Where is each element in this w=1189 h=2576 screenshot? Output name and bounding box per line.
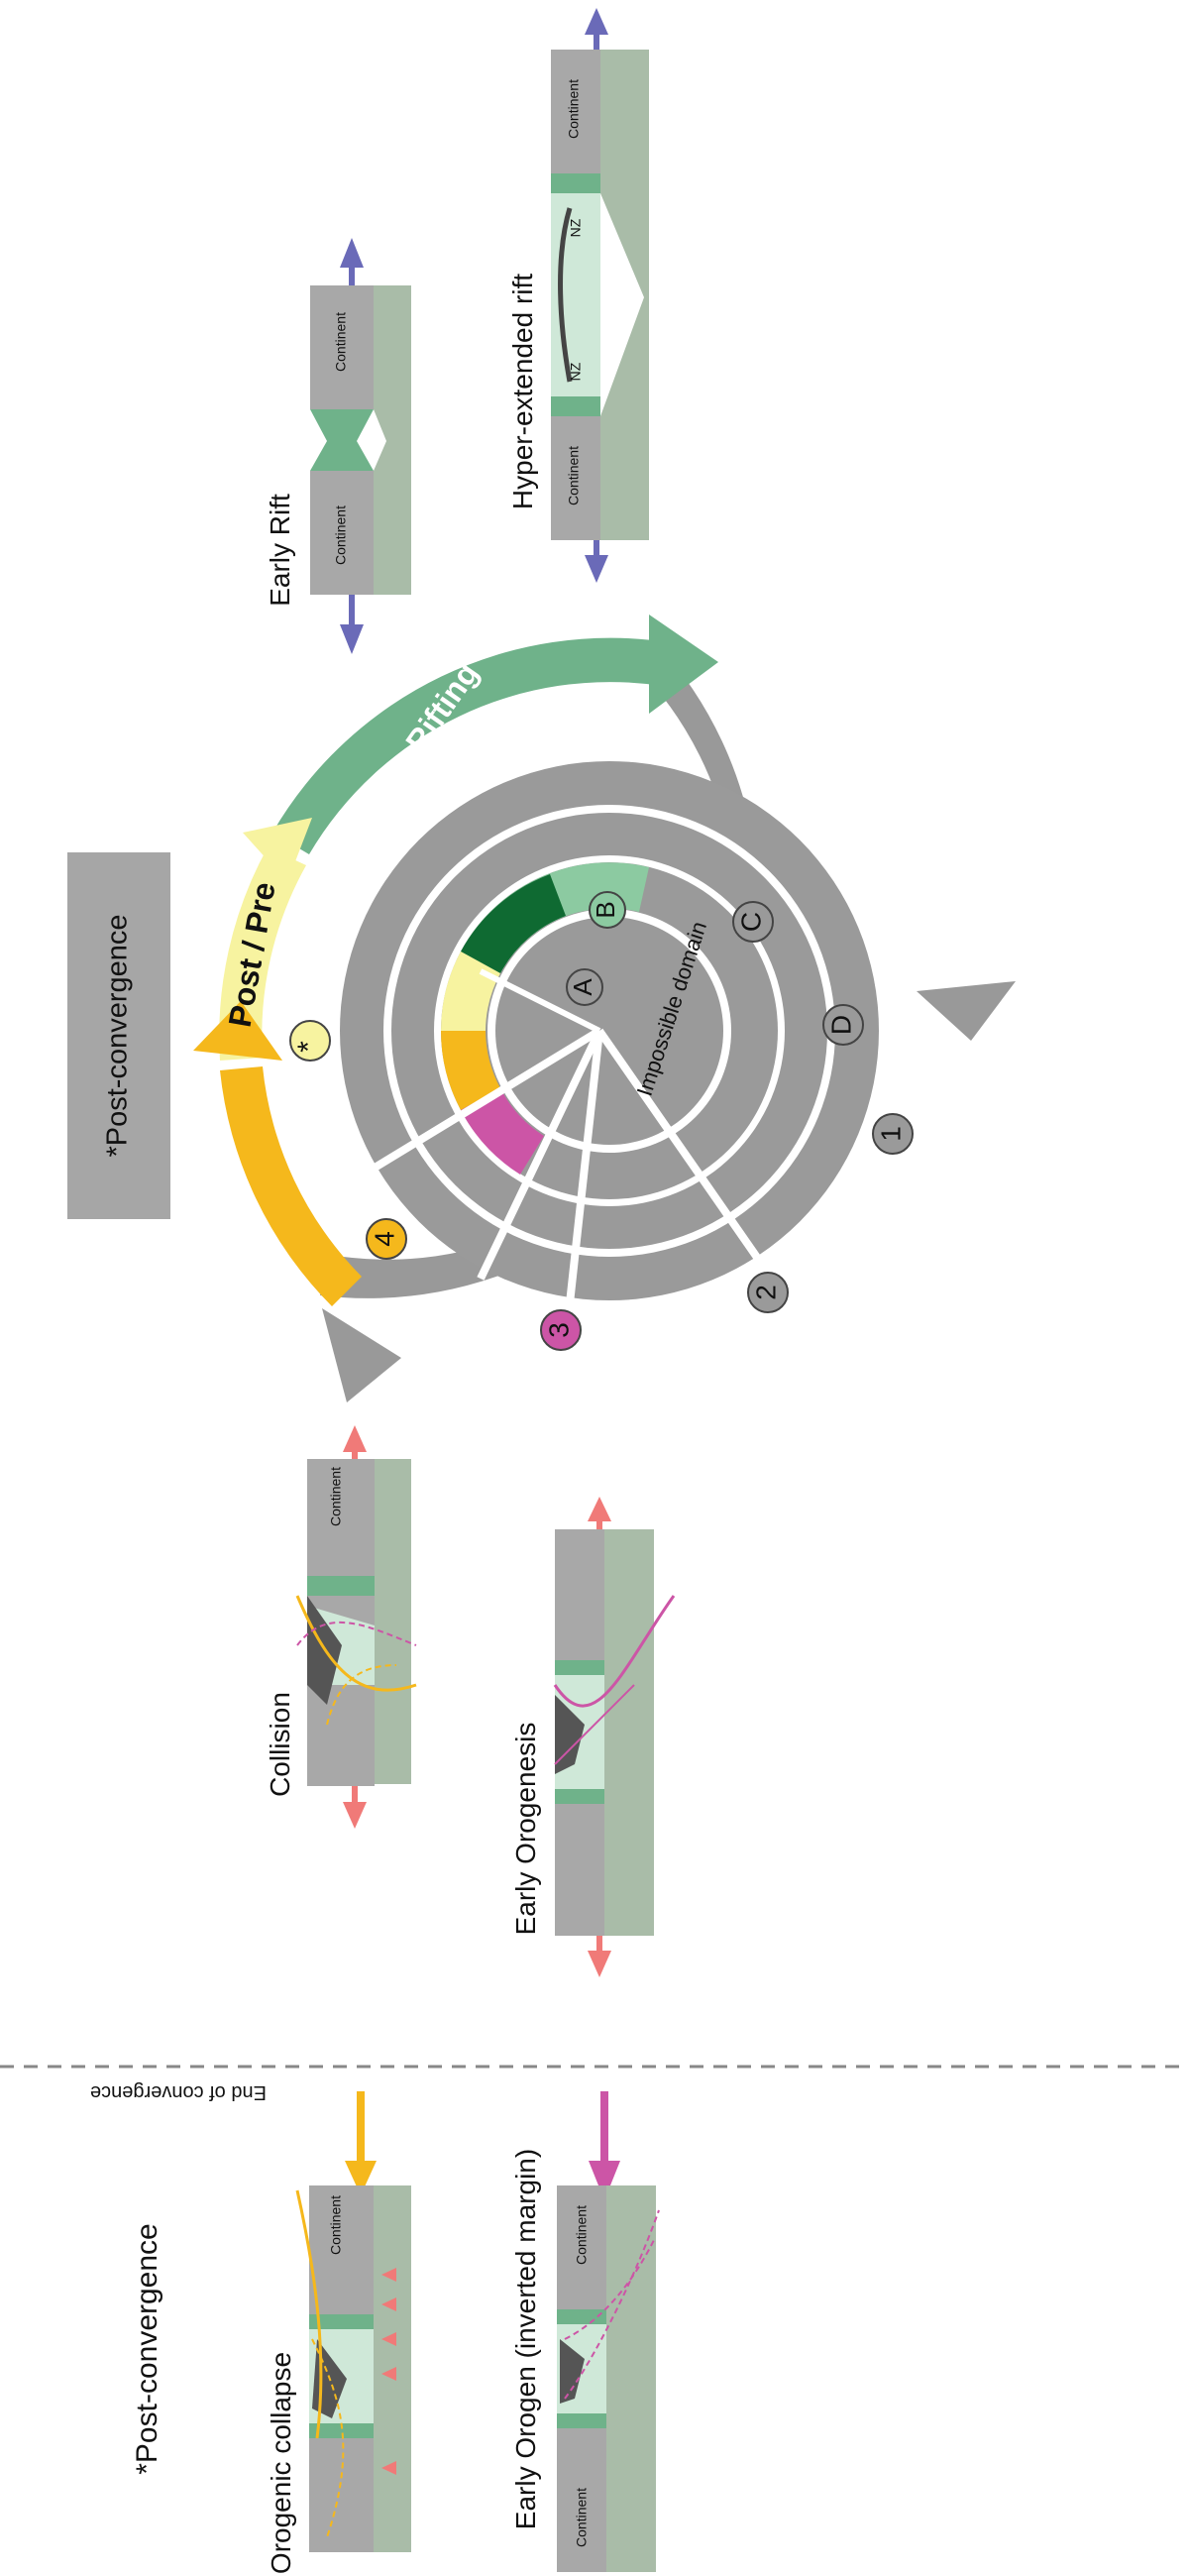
marker-three: 3 — [540, 1309, 582, 1351]
svg-text:*: * — [292, 1041, 325, 1053]
panel-title: Early Orogenesis — [510, 1723, 541, 1936]
panel-title: Orogenic collapse — [266, 2352, 296, 2574]
post-convergence-box-label: *Post-convergence — [102, 914, 134, 1157]
panel-title: Hyper-extended rift — [507, 274, 538, 509]
panel-collision: Continent Collision — [265, 1425, 417, 1829]
svg-text:A: A — [568, 978, 597, 996]
nz-label: NZ — [568, 218, 584, 237]
marker-b: B — [589, 891, 626, 929]
stage-label-orogenesis: Orogenesis — [398, 1341, 575, 1434]
svg-text:4: 4 — [369, 1231, 399, 1247]
ring-b-magenta-segment — [461, 1088, 544, 1175]
marker-two: 2 — [747, 1272, 789, 1313]
cycle-diagram: Impossible domain A B C D 1 2 3 — [193, 615, 1016, 1434]
continent-label: Continent — [328, 1467, 344, 1526]
stage-label-drifting: Drifting — [854, 735, 948, 848]
post-pre-arrowhead — [243, 818, 312, 882]
svg-text:B: B — [591, 901, 620, 918]
marker-d: D — [822, 1004, 864, 1046]
panel-early-orogenesis: Early Orogenesis — [510, 1497, 676, 1977]
rifting-arc — [272, 637, 669, 854]
marker-star: * — [289, 1020, 331, 1062]
orogenesis-arc — [220, 1066, 362, 1306]
svg-text:C: C — [735, 912, 766, 932]
ring-a — [495, 917, 723, 1145]
continent-label: Continent — [333, 312, 349, 372]
blue-arrow-up — [340, 238, 364, 268]
marker-c: C — [732, 901, 774, 943]
continent-label: Continent — [328, 2195, 344, 2255]
panel-hyper-extended-rift: Continent NZ NZ Continent Hyper-extended… — [507, 8, 649, 583]
marker-one: 1 — [872, 1113, 914, 1155]
marker-a: A — [566, 968, 603, 1006]
panel-early-orogen-inverted: Continent Continent Early Orogen (invert… — [510, 2091, 660, 2572]
stage-label-subduction: Subduction — [804, 1180, 932, 1344]
ring-b-orange-segment — [441, 1031, 500, 1110]
rifting-arrowhead — [649, 615, 718, 714]
panel-early-rift: Continent Continent Early Rift — [265, 238, 411, 654]
continent-label: Continent — [574, 2488, 590, 2547]
end-of-convergence-label: End of convergence — [90, 2081, 267, 2103]
panel-title: Collision — [265, 1692, 295, 1797]
post-convergence-box: *Post-convergence — [67, 852, 170, 1219]
subduction-arrowhead — [322, 1308, 401, 1402]
continent-label: Continent — [574, 2205, 590, 2265]
orogenesis-arrowhead — [193, 1001, 282, 1061]
blue-arrow-down — [340, 624, 364, 654]
red-arrows — [381, 2268, 396, 2475]
panel-title: Early Orogen (inverted margin) — [510, 2149, 541, 2529]
continent-label: Continent — [566, 446, 582, 505]
drifting-arrowhead — [917, 981, 1016, 1041]
svg-text:3: 3 — [543, 1322, 574, 1338]
svg-text:D: D — [825, 1015, 856, 1035]
marker-four: 4 — [366, 1218, 407, 1260]
post-convergence-side-label: *Post-convergence — [131, 2223, 163, 2474]
panel-title: Early Rift — [265, 494, 295, 607]
panel-orogenic-collapse: Continent Orogenic collapse — [266, 2091, 411, 2574]
continent-label: Continent — [566, 79, 582, 139]
continent-label: Continent — [333, 505, 349, 565]
svg-text:2: 2 — [750, 1285, 781, 1300]
nz-label: NZ — [568, 362, 584, 381]
ring-b-dark-green-segment — [461, 874, 566, 973]
svg-text:1: 1 — [875, 1126, 906, 1142]
